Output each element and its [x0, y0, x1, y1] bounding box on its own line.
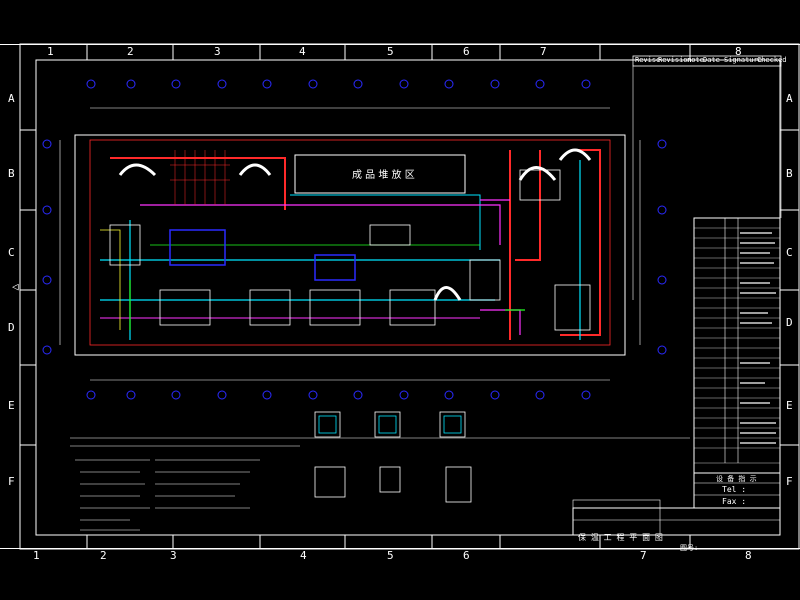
col-label-8: 8 — [735, 45, 742, 58]
col-label-5: 5 — [387, 45, 394, 58]
col-label-bottom-1: 1 — [33, 549, 40, 562]
drawing-number-label: 图号: — [680, 544, 699, 552]
row-label-b: B — [8, 167, 15, 180]
col-label-bottom-2: 2 — [100, 549, 107, 562]
col-label-3: 3 — [214, 45, 221, 58]
col-label-bottom-4: 4 — [300, 549, 307, 562]
col-label-bottom-7: 7 — [640, 549, 647, 562]
rev-col-signature: Signature — [724, 56, 762, 64]
rev-col-note: note — [687, 56, 704, 64]
col-label-bottom-6: 6 — [463, 549, 470, 562]
section-details — [314, 411, 472, 503]
row-label-d: D — [8, 321, 15, 334]
inner-border — [35, 59, 781, 536]
col-label-7: 7 — [540, 45, 547, 58]
col-label-2: 2 — [127, 45, 134, 58]
rev-col-revise: Revise — [635, 56, 661, 64]
row-label-right-b: B — [786, 167, 793, 180]
row-label-f: F — [8, 475, 15, 488]
col-label-bottom-8: 8 — [745, 549, 752, 562]
title-block — [572, 217, 781, 536]
col-label-bottom-3: 3 — [170, 549, 177, 562]
rev-col-date: Date — [703, 56, 720, 64]
row-label-e: E — [8, 399, 15, 412]
row-label-right-e: E — [786, 399, 793, 412]
floor-plan — [59, 107, 641, 381]
revision-table — [632, 55, 782, 67]
general-notes — [70, 437, 690, 531]
row-label-right-c: C — [786, 246, 793, 259]
title-fax: Fax : — [722, 497, 747, 506]
row-label-c: C — [8, 246, 15, 259]
rev-col-checked: Checked — [757, 56, 787, 64]
outer-border — [19, 43, 800, 550]
drawing-title: 保 温 工 程 平 面 图 — [578, 533, 663, 542]
row-label-right-d: D — [786, 316, 793, 329]
title-company-row: 设 备 指 示 — [716, 475, 757, 483]
col-label-4: 4 — [299, 45, 306, 58]
zone-label: 成 品 堆 放 区 — [352, 168, 415, 181]
grid-bubbles — [42, 79, 667, 400]
col-label-1: 1 — [47, 45, 54, 58]
col-label-6: 6 — [463, 45, 470, 58]
left-arrow-icon: ◁ — [12, 280, 19, 293]
row-label-right-a: A — [786, 92, 793, 105]
row-label-right-f: F — [786, 475, 793, 488]
rev-col-revision: Revision — [658, 56, 692, 64]
col-label-bottom-5: 5 — [387, 549, 394, 562]
storage-zone — [294, 154, 466, 194]
row-label-a: A — [8, 92, 15, 105]
title-tel: Tel : — [722, 485, 747, 494]
